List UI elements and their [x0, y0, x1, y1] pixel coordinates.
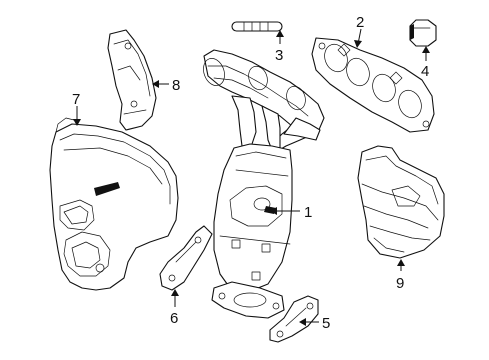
callout-8: 8 [172, 77, 180, 94]
callout-1: 1 [304, 204, 312, 221]
part-3-stud [231, 21, 283, 32]
callout-6: 6 [170, 310, 178, 327]
part-5-bracket [269, 295, 319, 343]
arrow-1 [270, 207, 277, 215]
callout-labels: 1 2 3 4 5 6 7 8 9 [72, 14, 429, 332]
arrow-6 [171, 289, 179, 296]
callout-5: 5 [322, 315, 330, 332]
part-6-bracket [159, 225, 213, 291]
callout-4: 4 [421, 63, 429, 80]
arrow-9 [397, 259, 405, 266]
arrow-2 [354, 40, 362, 48]
callout-9: 9 [396, 275, 404, 292]
part-8-bracket [107, 29, 157, 131]
callout-leaders [73, 28, 430, 326]
part-1-manifold-converter [203, 49, 325, 319]
arrow-8 [152, 80, 159, 88]
part-4-nut [409, 19, 437, 47]
part-9-heat-shield [357, 145, 445, 259]
arrow-4 [422, 46, 430, 53]
callout-7: 7 [72, 91, 80, 108]
callout-2: 2 [356, 14, 364, 31]
part-7-heat-shield [49, 117, 179, 291]
arrow-5 [299, 318, 306, 326]
arrow-7 [73, 119, 81, 126]
arrow-3 [276, 30, 284, 37]
callout-3: 3 [275, 47, 283, 64]
part-2-gasket [311, 37, 435, 133]
